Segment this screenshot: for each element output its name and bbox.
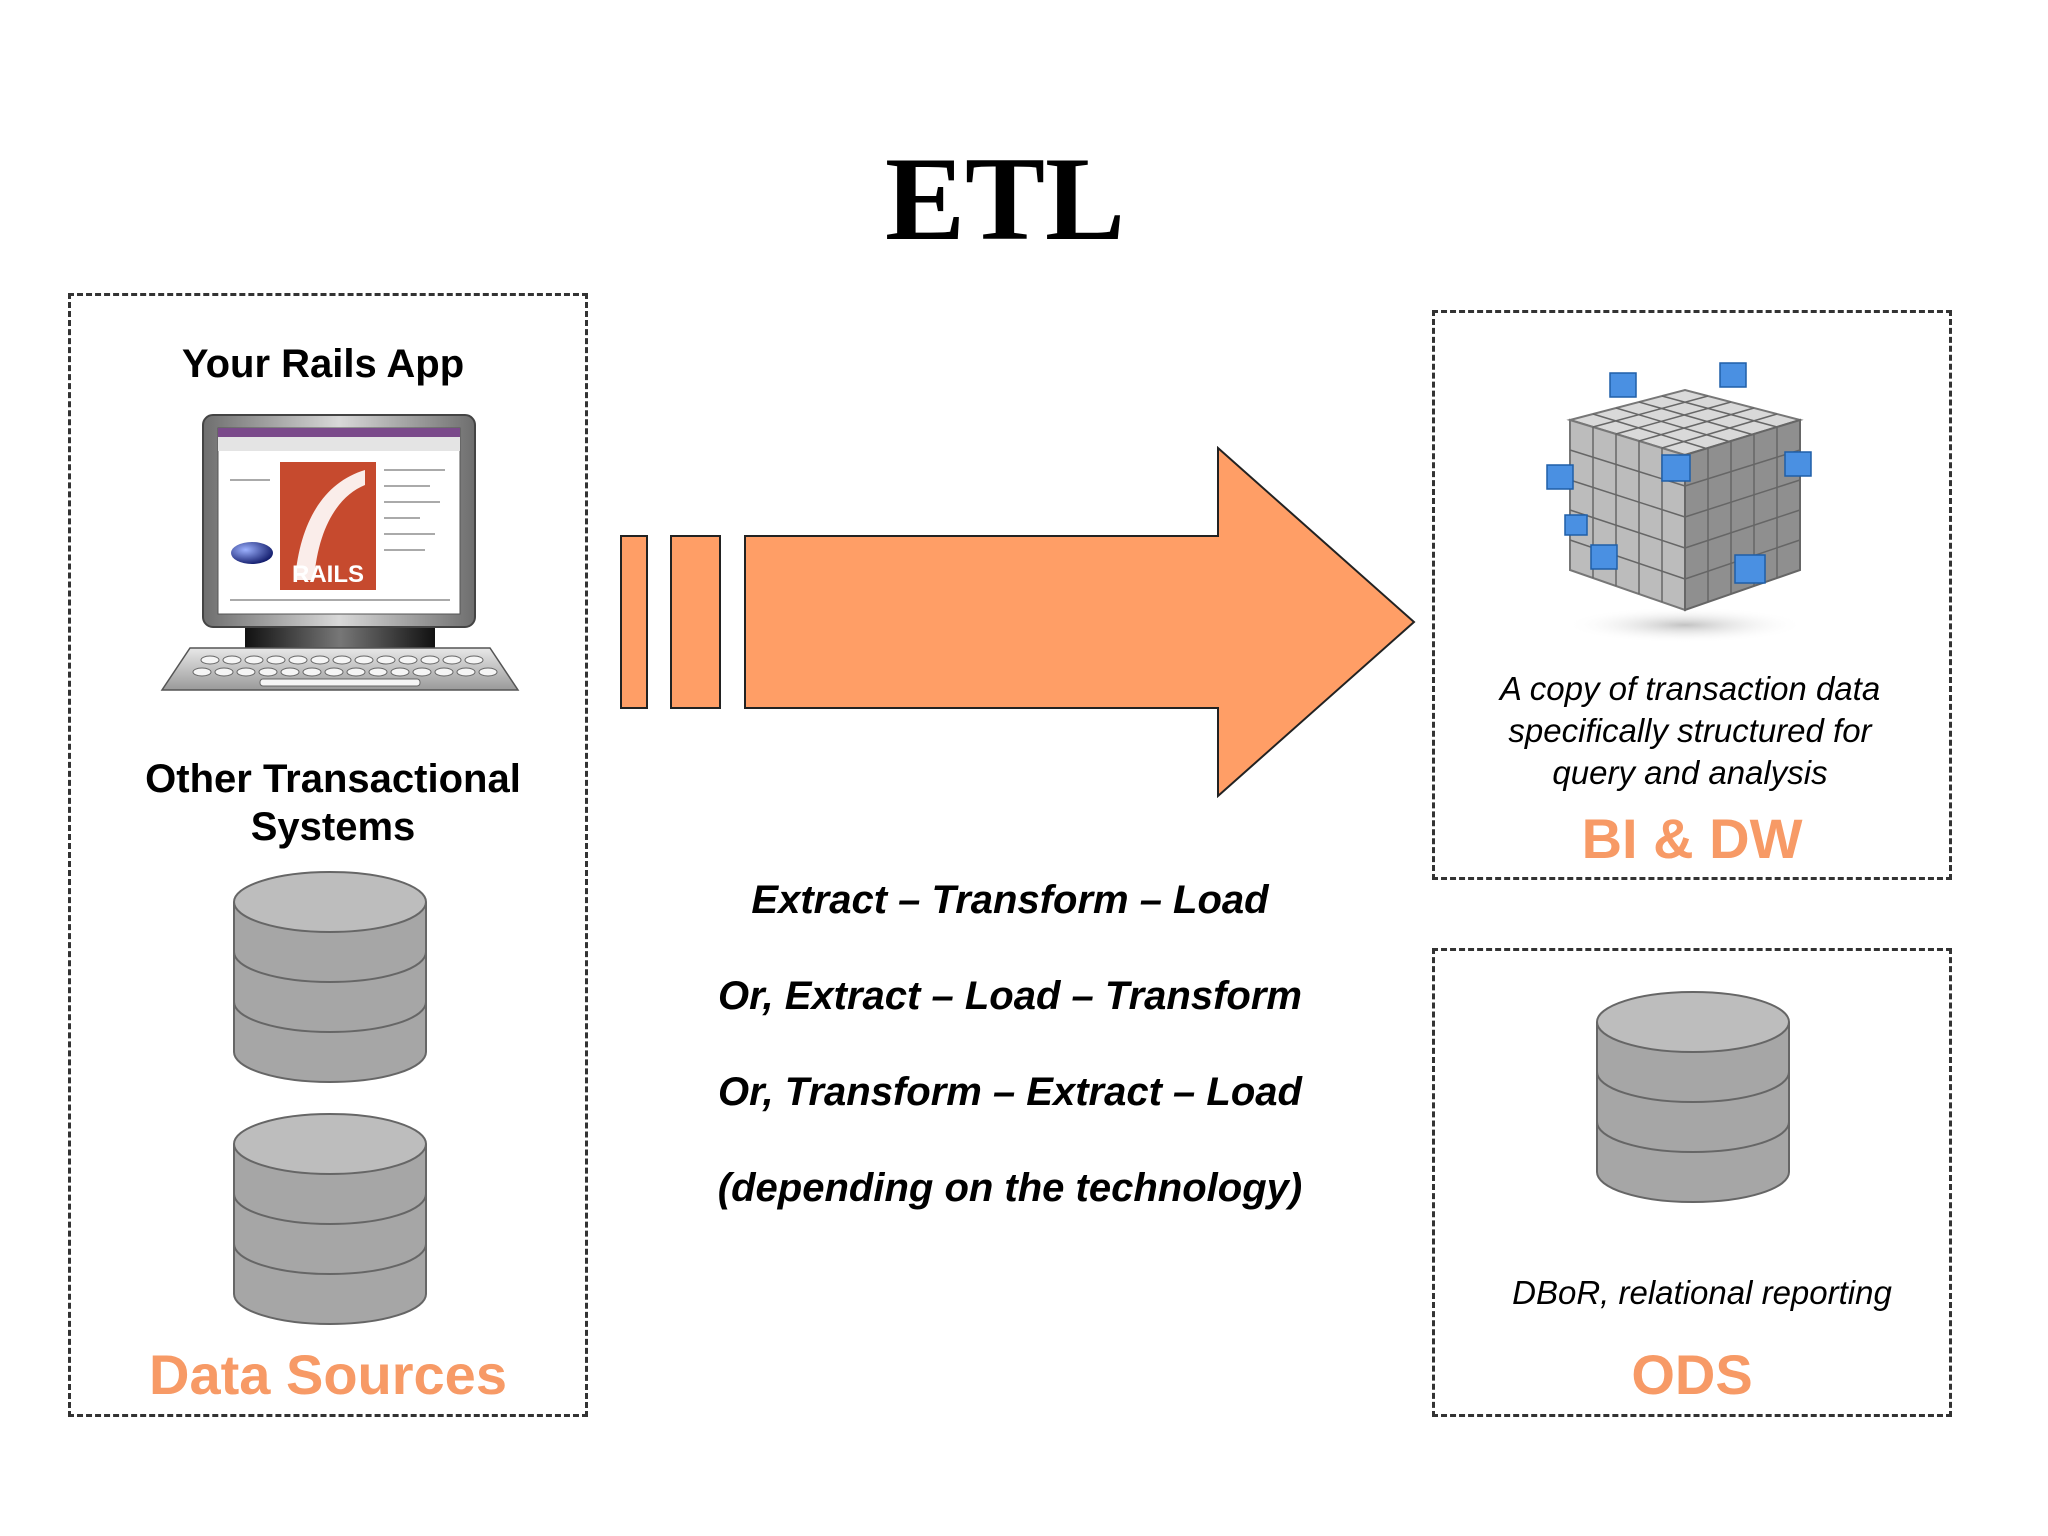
bi-dw-box <box>1432 310 1952 880</box>
computer-icon: RAILS <box>160 414 520 691</box>
database-icon <box>233 871 427 1083</box>
etl-line-1: Extract – Transform – Load <box>751 878 1269 922</box>
ods-box <box>1432 948 1952 1417</box>
arrow-right-icon <box>620 446 1416 798</box>
ods-description: DBoR, relational reporting <box>1512 1274 1892 1311</box>
data-sources-title: Data Sources <box>149 1343 507 1406</box>
etl-line-4: (depending on the technology) <box>717 1166 1303 1210</box>
bi-dw-title: BI & DW <box>1581 807 1803 870</box>
database-icon <box>233 1113 427 1325</box>
etl-line-2: Or, Extract – Load – Transform <box>718 974 1302 1018</box>
ods-title: ODS <box>1631 1343 1753 1406</box>
page-title: ETL <box>884 132 1126 265</box>
rails-app-label: Your Rails App <box>181 342 465 386</box>
etl-line-3: Or, Transform – Extract – Load <box>718 1070 1302 1114</box>
bi-dw-description: A copy of transaction data specifically … <box>1499 670 1881 791</box>
svg-text:RAILS: RAILS <box>292 561 364 588</box>
data-sources-box <box>68 293 588 1417</box>
data-cube-icon <box>1546 362 1812 643</box>
database-icon <box>1596 991 1790 1203</box>
other-systems-label: Other Transactional Systems <box>145 757 521 849</box>
